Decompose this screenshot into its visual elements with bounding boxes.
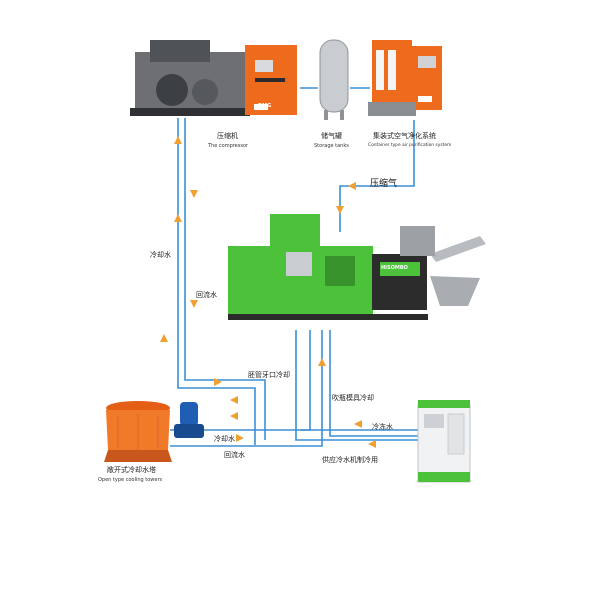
flow-chilled-water: 冷冻水 (372, 423, 393, 431)
flow-chiller-supply: 供应冷水机制冷用 (322, 456, 378, 464)
cooling-tower-label-zh: 敞开式冷却水塔 (107, 466, 156, 474)
blow-molding-machine (228, 214, 486, 320)
water-pipes (170, 87, 418, 447)
storage-tank (319, 39, 349, 120)
cooling-tower (104, 401, 172, 462)
flow-cooling-water: 冷却水 (150, 251, 171, 259)
flow-compressed-air: 压缩气 (370, 179, 398, 189)
arrow-up-left-1 (174, 136, 182, 144)
flow-preform-neck-cooling: 胚管牙口冷却 (248, 371, 290, 379)
arrow-left-2 (230, 412, 238, 420)
arrow-up-left-2 (174, 214, 182, 222)
flow-pump-return-water: 回流水 (224, 451, 245, 459)
water-pump (174, 402, 204, 438)
purifier-label-zh: 集装式空气净化系统 (373, 132, 436, 140)
arrow-left-3 (354, 420, 362, 428)
arrow-compressed-air (348, 182, 356, 190)
arrow-left-1 (230, 396, 238, 404)
arrow-left-4 (368, 440, 376, 448)
arrow-down-2 (190, 300, 198, 308)
compressor-label-zh: 压缩机 (217, 132, 238, 140)
arrow-up-left-3 (160, 334, 168, 342)
storage-tank-label-en: Storage tanks (314, 143, 349, 149)
arrow-right-1 (214, 378, 222, 386)
chiller-unit (417, 400, 471, 483)
cooling-tower-label-en: Open type cooling towers (98, 477, 163, 483)
flow-arrows (160, 136, 376, 448)
flow-pump-cooling-water: 冷却水 (214, 435, 235, 443)
machine-brand: HISOMBO (381, 265, 408, 271)
purifier-brand: DMG (419, 96, 433, 102)
storage-tank-label-zh: 储气罐 (321, 132, 342, 140)
purifier-label-en: Container type air purification system (368, 143, 452, 148)
compressor-brand: DMG (258, 103, 272, 109)
flow-mold-cooling: 吹瓶模具冷却 (332, 394, 374, 402)
arrow-down-air (336, 206, 344, 214)
compressor (130, 40, 297, 116)
arrow-right-2 (236, 434, 244, 442)
air-purification-system (368, 40, 442, 116)
arrow-down-1 (190, 190, 198, 198)
compressor-label-en: The compressor (208, 143, 249, 149)
flow-return-water: 回流水 (196, 291, 217, 299)
arrow-up-mold (318, 358, 326, 366)
